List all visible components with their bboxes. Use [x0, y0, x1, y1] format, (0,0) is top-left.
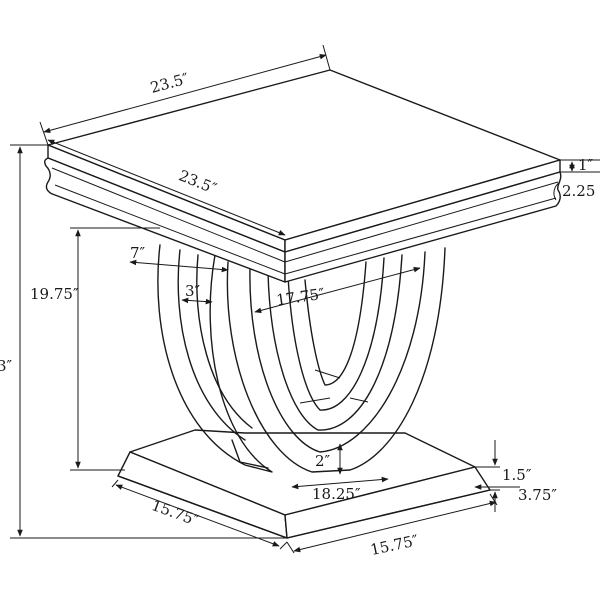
label-leg-depth: 7″ [130, 244, 146, 262]
label-base-right-width: 15.75″ [369, 531, 421, 559]
label-base-inner-width: 18.25″ [312, 485, 361, 503]
dimension-lines [10, 44, 600, 554]
label-inner-span: 17.75″ [275, 285, 326, 310]
label-top-edge-height: 2.25 [562, 182, 595, 200]
label-overall-height: 3″ [0, 357, 13, 375]
label-base-thickness: 1.5″ [502, 466, 532, 484]
label-leg-width: 3″ [185, 282, 201, 300]
label-base-to-top: 19.75″ [30, 285, 79, 303]
label-base-gap: 2″ [315, 452, 331, 470]
u-shaped-pedestal [157, 244, 446, 473]
table-top [44, 69, 562, 283]
label-base-offset: 3.75″ [518, 486, 557, 504]
label-top-back-width: 23.5″ [148, 69, 191, 97]
label-top-thickness: 1″ [578, 156, 594, 174]
